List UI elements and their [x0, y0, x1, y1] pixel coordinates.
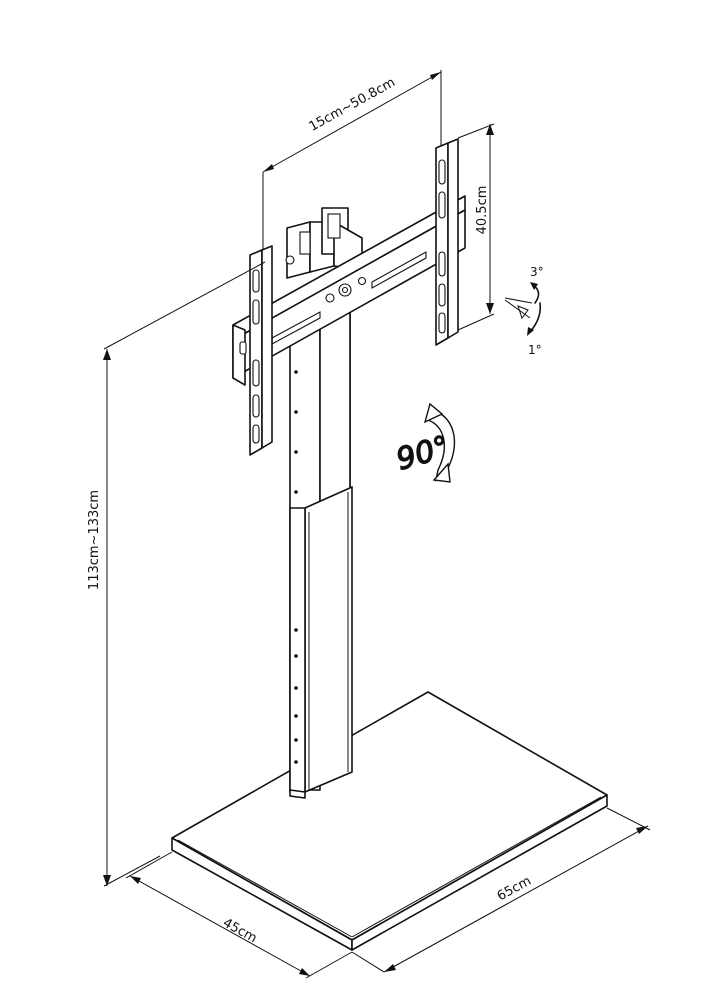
vesa-width-label: 15cm~50.8cm — [307, 75, 398, 135]
upright-column — [289, 299, 353, 799]
tilt-indicator: 3° 1° — [504, 265, 544, 357]
tilt-up-label: 3° — [530, 265, 544, 279]
base-depth-label: 45cm — [220, 916, 259, 947]
rotation-indicator: 90° — [392, 402, 456, 483]
vesa-height-label: 40.5cm — [475, 186, 490, 235]
horizontal-mount-arm — [232, 195, 466, 386]
vesa-height-dimension: 40.5cm — [457, 123, 495, 331]
vesa-width-dimension: 15cm~50.8cm — [262, 70, 442, 250]
height-adjust-holes — [294, 370, 298, 764]
left-vertical-rail — [249, 245, 273, 456]
tilt-down-label: 1° — [528, 343, 542, 357]
right-vertical-rail — [435, 138, 459, 346]
base-plate — [171, 691, 608, 951]
total-height-label: 113cm~133cm — [87, 490, 102, 590]
top-bracket-block — [285, 207, 363, 279]
total-height-dimension: 113cm~133cm — [87, 261, 266, 887]
